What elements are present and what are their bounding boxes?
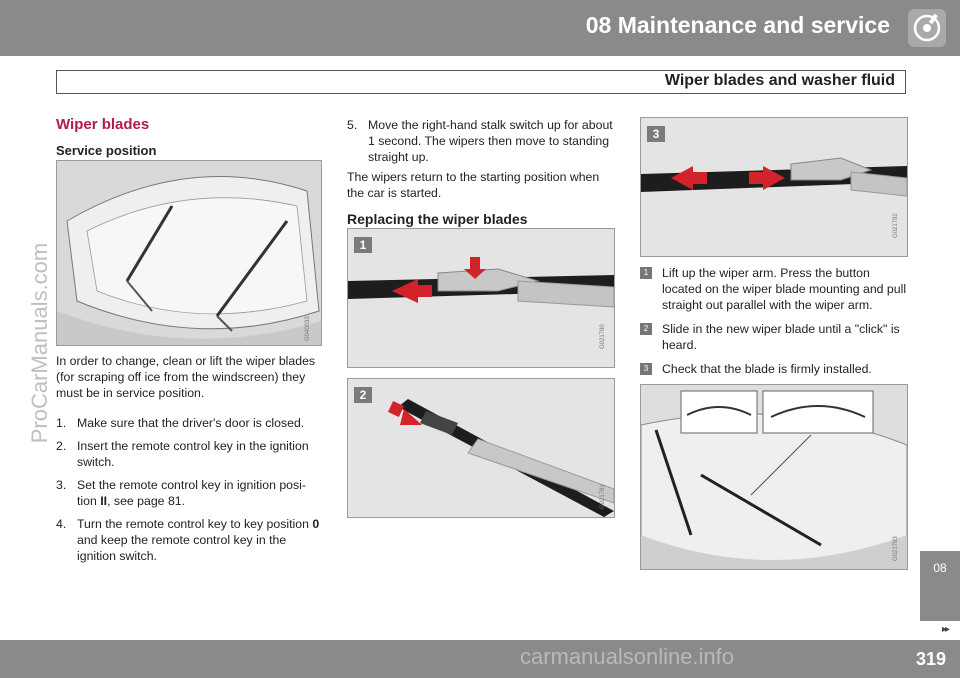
watermark-side: ProCarManuals.com: [27, 242, 52, 444]
figure-step-2: 2 G021781: [347, 378, 615, 518]
chapter-header: 08 Maintenance and service: [0, 0, 960, 56]
page-footer: 319: [0, 640, 960, 678]
figure-code: G021781: [600, 484, 606, 509]
figure-badge: 1: [354, 237, 372, 253]
list-item: 1 Lift up the wiper arm. Press the butto…: [640, 265, 908, 313]
page-number: 319: [915, 649, 946, 669]
figure-code: G040033: [305, 316, 311, 341]
step5-list: 5.Move the right-hand stalk switch up fo…: [347, 117, 613, 172]
figure-service-position: G040033: [56, 160, 322, 346]
windscreen-detail-illustration: [641, 385, 907, 569]
wiper-check-illustration: [641, 118, 907, 256]
windscreen-illustration: [57, 161, 321, 345]
figure-badge: 3: [647, 126, 665, 142]
wrench-gear-icon: [908, 9, 946, 47]
figure-installed-wipers: G021783: [640, 384, 908, 570]
list-item: 2 Slide in the new wiper blade until a "…: [640, 321, 908, 353]
return-text: The wipers return to the starting positi…: [347, 170, 600, 200]
list-item: 4.Turn the remote control key to key pos…: [56, 517, 320, 563]
next-page-icon: ▸▸: [941, 624, 950, 635]
chapter-tab-label: 08: [933, 561, 947, 575]
list-item: 2.Insert the remote control key in the i…: [56, 439, 309, 469]
wiper-insert-illustration: [348, 379, 614, 517]
list-item: 3.Set the remote control key in ignition…: [56, 478, 306, 508]
heading-wiper-blades: Wiper blades: [56, 116, 150, 133]
list-item: 3 Check that the blade is firmly install…: [640, 361, 908, 377]
chapter-tab: 08: [920, 550, 960, 621]
figure-code: G021783: [893, 536, 899, 561]
steps-list: 1.Make sure that the driver's door is cl…: [56, 415, 322, 571]
subheading-service-position: Service position: [56, 143, 157, 158]
heading-replacing: Replacing the wiper blades: [347, 211, 528, 227]
figure-step-3: 3 G021782: [640, 117, 908, 257]
figure-code: G021782: [893, 213, 899, 238]
figure-code: G021780: [600, 324, 606, 349]
figure-badge: 2: [354, 387, 372, 403]
section-bar: Wiper blades and washer fluid: [56, 70, 906, 94]
instructions-list: 1 Lift up the wiper arm. Press the butto…: [640, 265, 908, 377]
list-item: 1.Make sure that the driver's door is cl…: [56, 416, 305, 430]
list-item: 5.Move the right-hand stalk switch up fo…: [347, 118, 613, 164]
chapter-title: 08 Maintenance and service: [585, 12, 890, 38]
figure-step-1: 1 G021780: [347, 228, 615, 368]
section-title: Wiper blades and washer fluid: [664, 72, 895, 89]
wiper-release-illustration: [348, 229, 614, 367]
watermark-bottom: carmanualsonline.info: [520, 644, 735, 669]
intro-text: In order to change, clean or lift the wi…: [56, 354, 316, 400]
